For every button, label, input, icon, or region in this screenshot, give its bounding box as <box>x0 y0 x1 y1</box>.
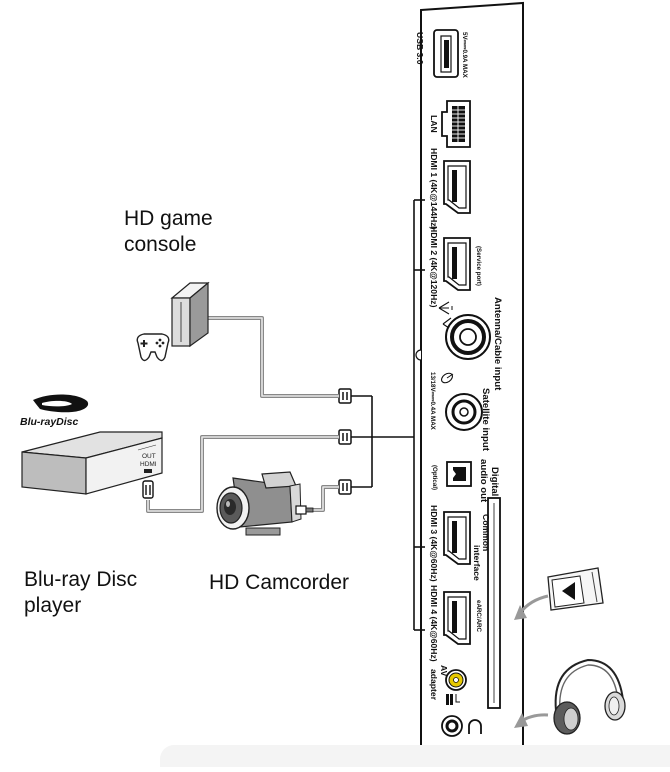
ci-label-2: interface <box>472 545 482 581</box>
headphones-icon <box>514 658 626 735</box>
av-connector-icon <box>446 694 460 705</box>
av-label-2: adapter <box>429 669 439 701</box>
bluray-logo: Blu-rayDisc <box>20 394 89 428</box>
bluray-logo-text: Blu-rayDisc <box>20 416 79 428</box>
bluray-hdmi-label: HDMI <box>140 461 157 468</box>
headphone-jack <box>441 715 482 737</box>
caption-game-console-line-1: HD game <box>124 207 213 230</box>
caption-camcorder-line: HD Camcorder <box>209 571 350 594</box>
camcorder-device <box>216 471 314 536</box>
cable-bluray-core <box>147 436 339 512</box>
ci-label-1: Common <box>481 514 491 551</box>
headphone-jack-icon <box>468 719 482 734</box>
cable-camcorder-core <box>312 486 339 511</box>
hdmi4-sublabel: eARC/ARC <box>475 600 482 633</box>
bluray-player-device: OUT HDMI <box>21 431 163 499</box>
caption-camcorder: HD Camcorder <box>209 570 349 596</box>
antenna-label: Antenna/Cable input <box>492 297 503 391</box>
caption-bluray-line-2: player <box>24 594 82 617</box>
hdmi3-label: HDMI 3 (4K@60Hz) <box>429 505 439 582</box>
hdmi2-sublabel: (Service port) <box>475 246 482 286</box>
hdmi1-port: HDMI 1 (4K@144Hz) <box>429 148 471 230</box>
hdmi2-label: HDMI 2 (4K@120Hz) <box>429 226 439 308</box>
lan-pins <box>452 106 465 142</box>
hdmi-bracket <box>350 199 425 631</box>
cable-camcorder <box>312 485 339 512</box>
caption-bluray-line-1: Blu-ray Disc <box>24 568 138 591</box>
hdmi-plug-1 <box>338 388 352 404</box>
optical-sublabel: (Optical) <box>431 465 438 490</box>
hdmi3-port: HDMI 3 (4K@60Hz) <box>429 505 471 582</box>
lan-port: LAN <box>429 100 471 148</box>
hdmi1-label: HDMI 1 (4K@144Hz) <box>429 148 439 230</box>
usb-sublabel: 5V⎓⎓0.9A MAX <box>461 32 468 79</box>
cable-game-console-core <box>198 317 339 397</box>
hdmi-plug-3 <box>338 479 352 495</box>
game-controller-icon <box>136 333 170 362</box>
cable-game-console <box>198 316 339 398</box>
hdmi-plug-2 <box>338 429 352 445</box>
hdmi4-label: HDMI 4 (4K@60Hz) <box>429 585 439 662</box>
usb-port: USB 3.0 5V⎓⎓0.9A MAX <box>415 29 468 79</box>
caption-game-console-line-2: console <box>124 233 197 256</box>
satellite-label: Satellite input <box>480 388 491 452</box>
satellite-icon <box>441 372 454 384</box>
hdmi4-port: HDMI 4 (4K@60Hz) eARC/ARC <box>429 585 482 662</box>
ci-card-icon <box>514 567 604 620</box>
bluray-out-label: OUT <box>142 453 156 460</box>
hdmi2-port: HDMI 2 (4K@120Hz) (Service port) <box>429 226 482 308</box>
usb-label: USB 3.0 <box>415 32 425 65</box>
optical-port: Digital audio out (Optical) <box>431 459 500 503</box>
satellite-port: Satellite input 13/18V⎓⎓0.4A MAX <box>429 372 491 452</box>
ci-slot: Common interface <box>472 497 501 709</box>
satellite-sublabel: 13/18V⎓⎓0.4A MAX <box>429 372 436 431</box>
game-console-device <box>170 281 210 348</box>
optical-label-1: Digital <box>489 467 500 496</box>
antenna-port: Antenna/Cable input <box>438 297 503 391</box>
optical-label-2: audio out <box>478 459 489 503</box>
bluray-disc-icon <box>33 394 89 413</box>
av-port: AV adapter <box>429 665 467 705</box>
av-label-1: AV <box>439 665 449 677</box>
bottom-background-panel <box>160 745 670 767</box>
antenna-icon <box>438 301 453 329</box>
caption-game-console: HD game console <box>124 206 213 258</box>
lan-label: LAN <box>429 115 439 133</box>
caption-bluray-player: Blu-ray Disc player <box>24 567 137 619</box>
